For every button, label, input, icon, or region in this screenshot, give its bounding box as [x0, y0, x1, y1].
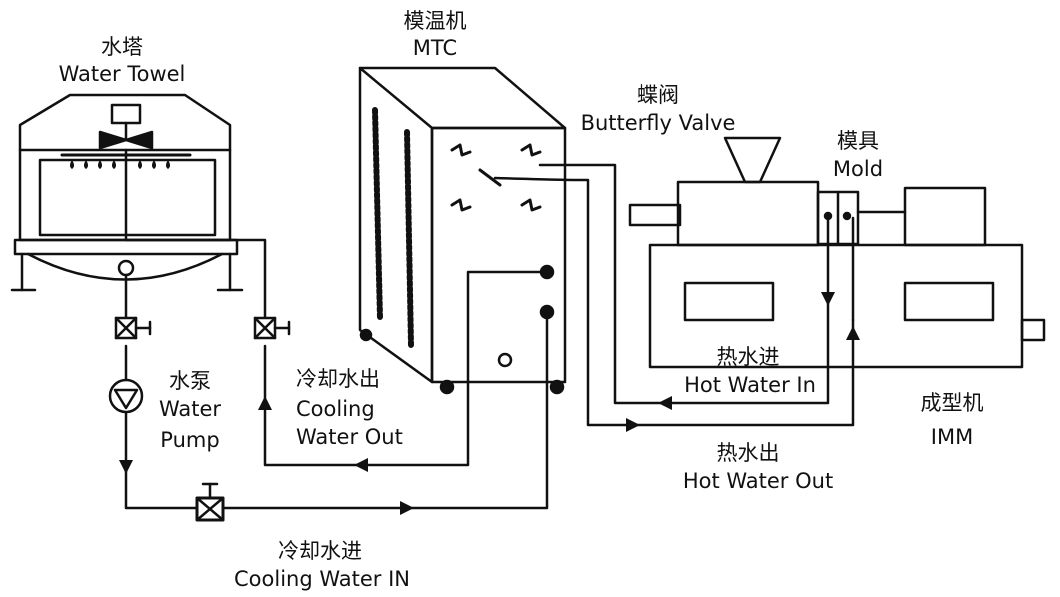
butterfly-valve-label-cn: 蝶阀	[637, 83, 679, 107]
arrow-cooling-out-left	[354, 458, 368, 472]
cooling-out-label-en-1: Cooling	[296, 397, 375, 421]
water-pump-label-en-2: Pump	[160, 428, 220, 452]
arrow-hot-in-left	[658, 396, 672, 410]
imm-machine	[628, 136, 1046, 369]
cooling-in-label-cn: 冷却水进	[278, 539, 362, 563]
mold-label-cn: 模具	[837, 129, 879, 153]
cooling-in-pipe	[124, 273, 549, 510]
cooling-out-label-en-2: Water Out	[296, 425, 403, 449]
water-pump-label-en-1: Water	[158, 397, 222, 421]
water-pump	[108, 378, 144, 414]
arrow-cooling-in	[400, 501, 414, 515]
hot-water-in-label-en: Hot Water In	[684, 373, 816, 397]
imm-label-cn: 成型机	[920, 391, 984, 415]
hot-water-out-pipe	[493, 176, 855, 427]
water-tower-label-cn: 水塔	[101, 35, 143, 59]
water-pump-label-cn: 水泵	[169, 369, 211, 393]
arrow-cooling-out-up	[258, 396, 272, 410]
arrow-mold-up	[846, 326, 860, 340]
hot-water-out-label-en: Hot Water Out	[682, 469, 834, 493]
valve-tower-pump[interactable]	[114, 316, 152, 340]
water-tower-label-en: Water Towel	[58, 62, 186, 86]
cooling-out-label-cn: 冷却水出	[296, 367, 380, 391]
arrow-pump-down	[119, 460, 133, 474]
mtc-label-cn: 模温机	[403, 9, 467, 33]
cooling-in-label-en: Cooling Water IN	[234, 567, 410, 591]
mtc-label-en: MTC	[412, 36, 458, 60]
hot-water-in-label-cn: 热水进	[716, 345, 780, 369]
valve-cooling-in[interactable]	[195, 482, 225, 522]
mold-ports	[823, 211, 852, 221]
mold-label-en: Mold	[832, 157, 884, 181]
water-drops	[70, 160, 170, 169]
mtc-unit	[358, 66, 567, 395]
hot-water-in-pipe	[538, 163, 830, 405]
hot-water-out-label-cn: 热水出	[716, 441, 780, 465]
mtc-couplings	[450, 143, 542, 212]
arrow-mold-down	[821, 292, 835, 306]
valve-cooling-out[interactable]	[253, 316, 291, 340]
mtc-vents	[372, 107, 414, 348]
butterfly-valve-label-en: Butterfly Valve	[580, 111, 736, 135]
arrow-hot-out-right	[626, 418, 640, 432]
imm-label-en: IMM	[930, 425, 974, 449]
cooling-out-pipe	[124, 148, 549, 467]
